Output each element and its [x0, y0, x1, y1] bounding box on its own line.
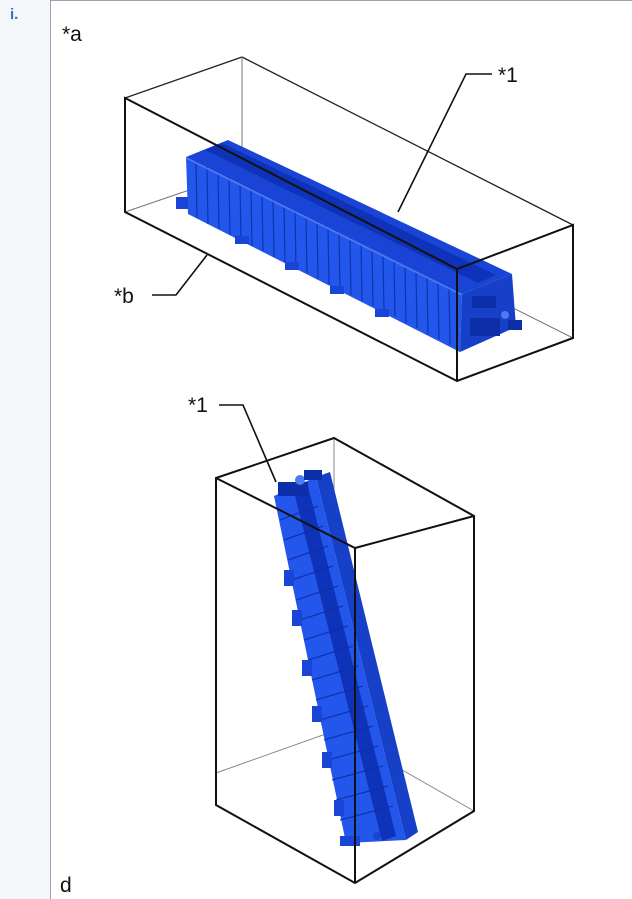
callout-component-1-bottom: *1	[188, 394, 208, 417]
leader-line-1-top	[397, 73, 492, 213]
leader-line-b	[152, 254, 208, 296]
figure-top-border	[50, 0, 632, 1]
callout-component-1-top: *1	[498, 64, 518, 87]
step-label: i.	[10, 6, 19, 23]
figure-left-border	[50, 0, 51, 899]
horizontal-battery-module	[176, 140, 522, 352]
callout-view-d: d	[60, 874, 72, 897]
callout-component-b: *b	[114, 285, 134, 308]
step-gutter	[0, 0, 50, 899]
callout-view-a: *a	[62, 23, 82, 46]
upright-storage-box-front	[215, 436, 475, 885]
horizontal-storage-box	[124, 56, 574, 339]
horizontal-storage-box-front	[124, 96, 574, 383]
upright-battery-module	[274, 470, 418, 846]
leader-line-1-bottom	[219, 404, 277, 483]
